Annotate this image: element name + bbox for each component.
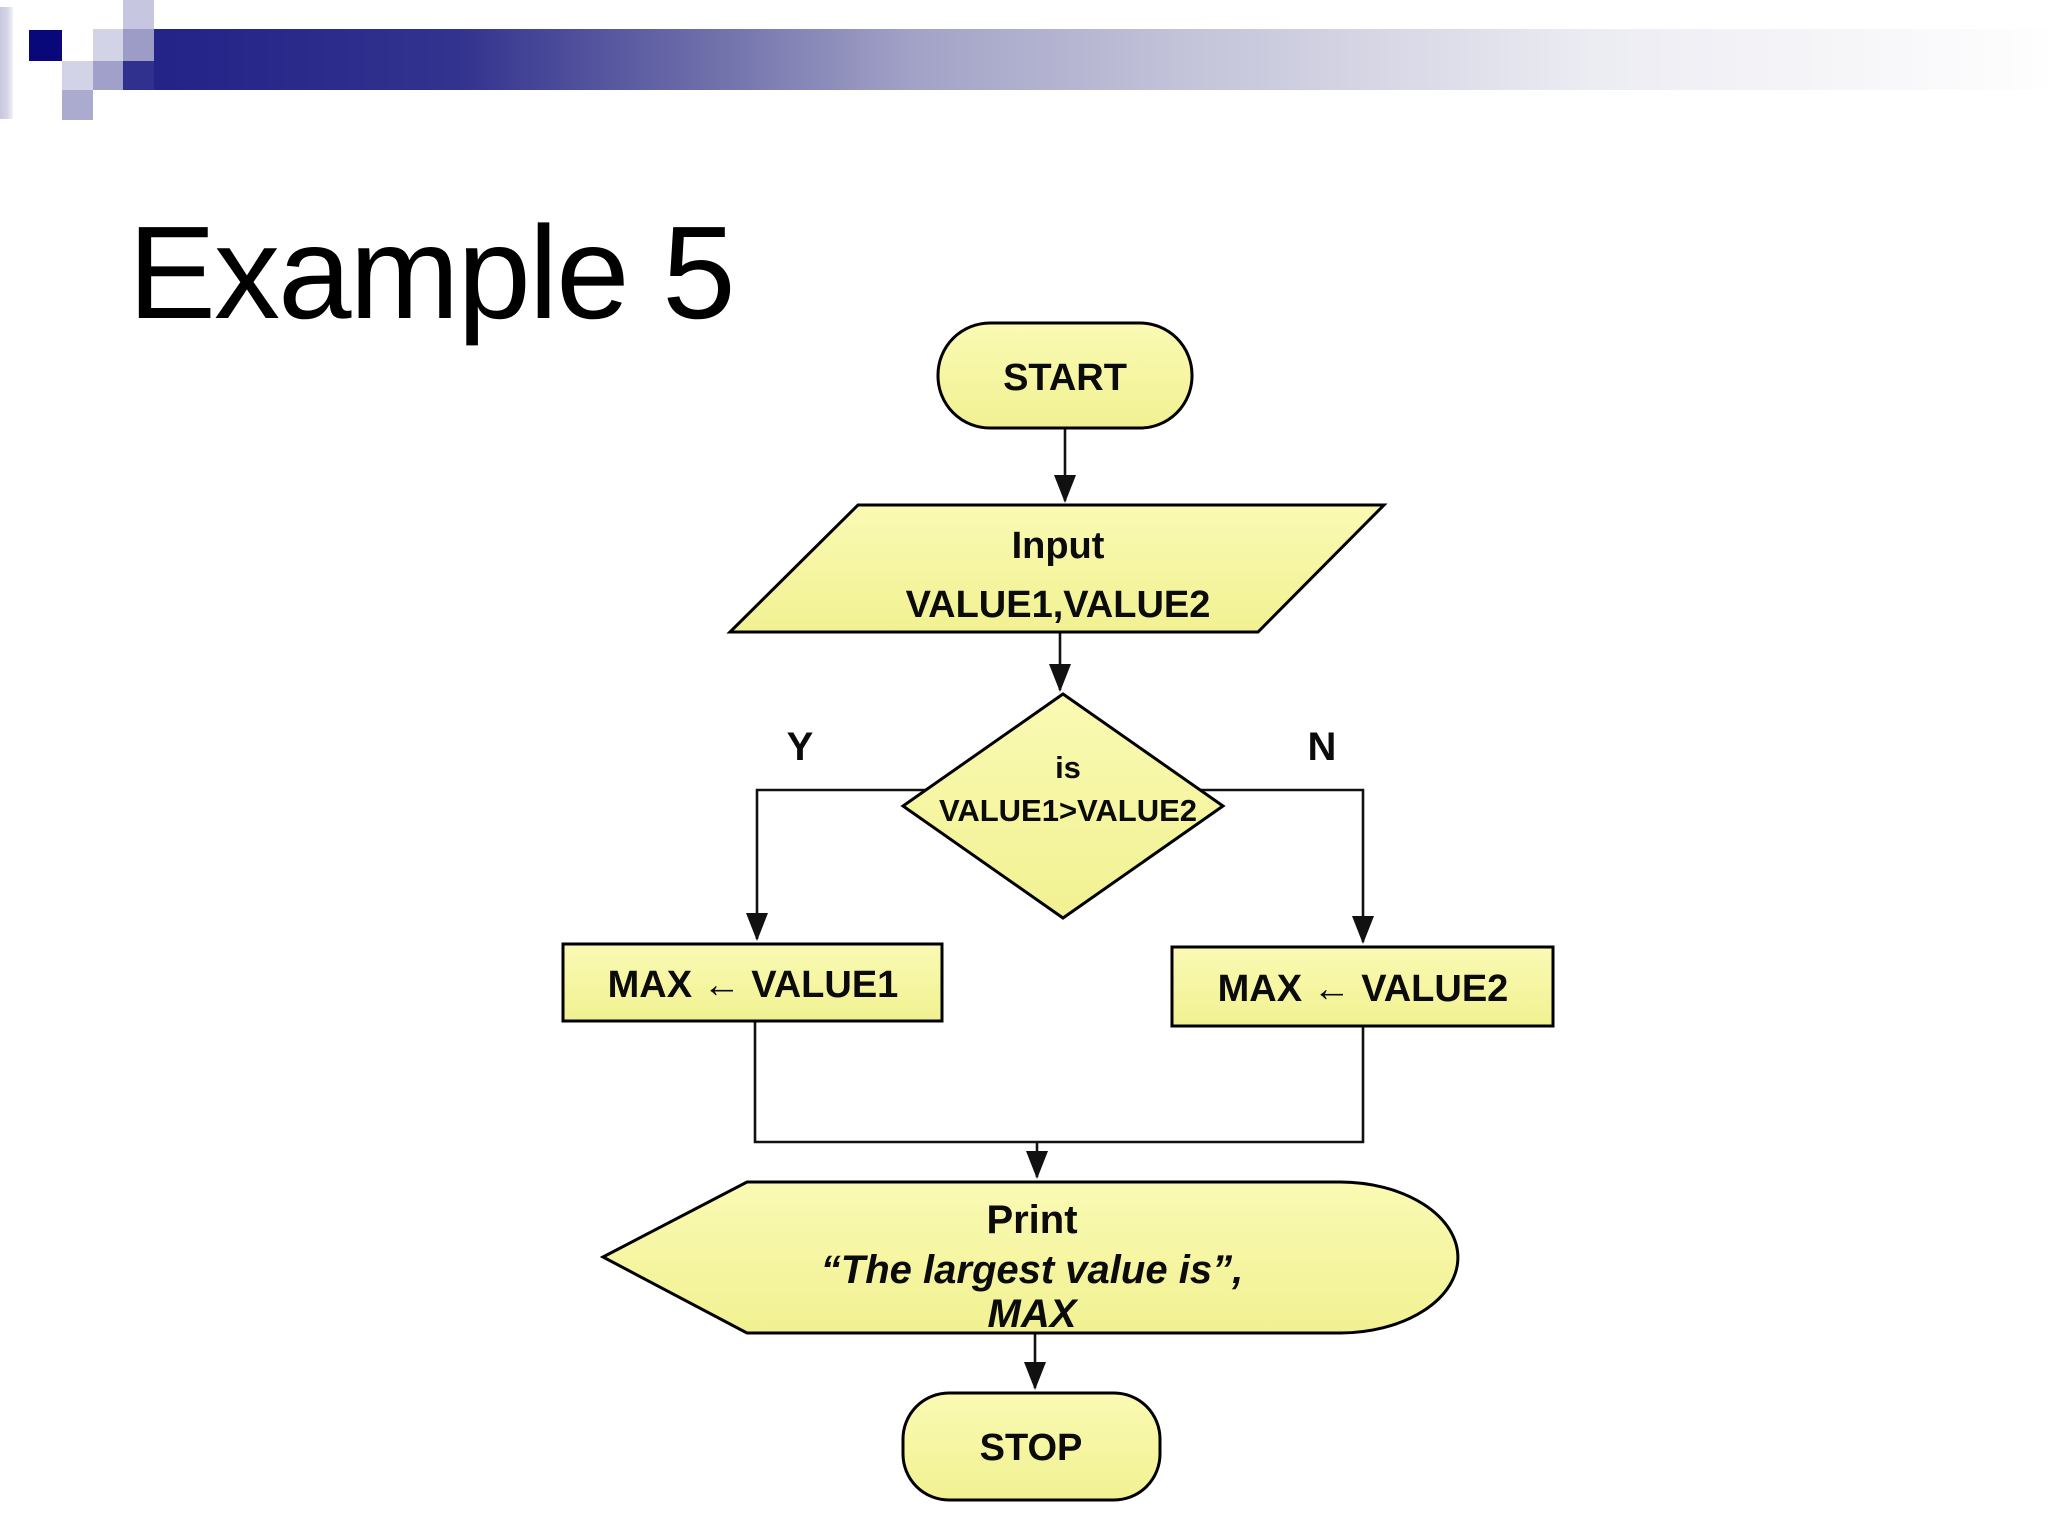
yes-branch-label: Y — [787, 725, 814, 769]
print-label-line3: MAX — [988, 1292, 1079, 1336]
start-terminator-shape — [936, 321, 1194, 430]
deco-square-navy — [29, 30, 62, 61]
print-label-line2: “The largest value is”, — [821, 1248, 1243, 1292]
no-branch-label: N — [1308, 725, 1337, 769]
start-label: START — [1003, 357, 1127, 399]
assign-right-label: MAX ← VALUE2 — [1218, 968, 1509, 1010]
deco-square — [93, 61, 123, 90]
assign-right-process-shape — [1170, 945, 1555, 1028]
input-parallelogram-shape — [726, 503, 1388, 634]
stop-terminator-shape — [901, 1391, 1162, 1502]
deco-square — [123, 61, 154, 90]
arrow-decision-no-branch — [1130, 788, 1374, 944]
header-gradient-bar — [154, 29, 2048, 90]
input-label-line1: Input — [1012, 525, 1105, 567]
print-display-shape — [599, 1180, 1460, 1335]
input-label-line2: VALUE1,VALUE2 — [906, 584, 1211, 626]
assign-left-process-shape — [561, 942, 944, 1023]
merge-connector — [753, 1021, 1365, 1144]
deco-square — [62, 90, 93, 120]
decision-label-line2: VALUE1>VALUE2 — [939, 793, 1197, 828]
shapes — [561, 321, 1555, 1502]
stop-label: STOP — [980, 1427, 1083, 1469]
slide-title: Example 5 — [128, 199, 736, 346]
left-gradient-strip — [0, 7, 13, 119]
decision-diamond-shape — [900, 692, 1226, 920]
assign-left-label: MAX ← VALUE1 — [608, 964, 899, 1006]
deco-square — [123, 29, 154, 61]
shape-labels: START Input VALUE1,VALUE2 is VALUE1>VALU… — [608, 357, 1509, 1469]
decision-label-line1: is — [1055, 750, 1081, 785]
connectors — [746, 420, 1374, 1390]
deco-square — [93, 29, 123, 61]
arrow-decision-yes-branch — [746, 788, 1000, 941]
deco-square — [123, 0, 154, 29]
print-label-line1: Print — [986, 1198, 1077, 1242]
deco-square — [62, 61, 93, 90]
